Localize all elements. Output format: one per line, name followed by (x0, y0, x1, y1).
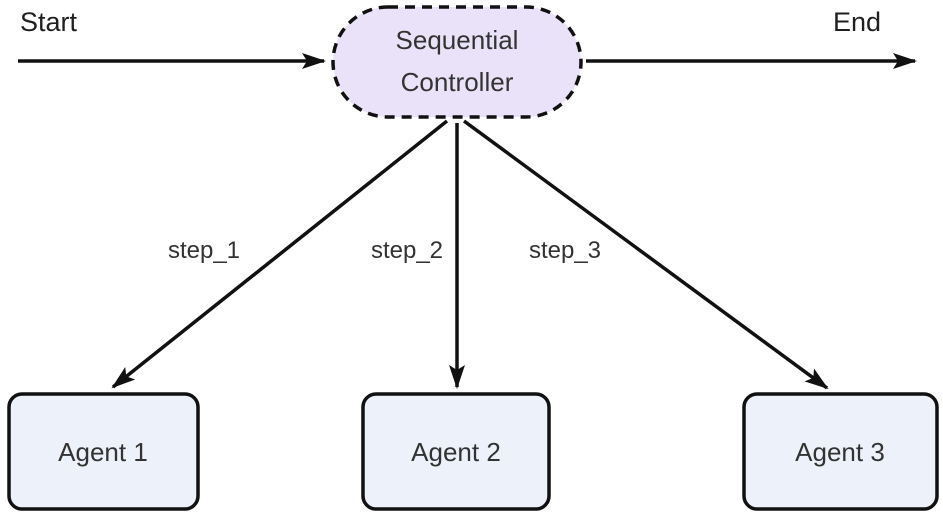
agent-2-node (361, 392, 551, 511)
agent-1-label: Agent 1 (58, 437, 148, 467)
edge-label-step-2: step_2 (371, 237, 443, 264)
edge-controller-to-agent-1 (111, 119, 449, 389)
agent-3-node (742, 392, 939, 511)
start-label: Start (20, 7, 78, 37)
end-label: End (833, 7, 881, 37)
controller-node (331, 5, 583, 119)
controller-label-line-2: Controller (401, 67, 514, 97)
controller-label-line-1: Sequential (396, 25, 519, 55)
edge-controller-to-agent-3 (462, 119, 829, 390)
agent-3-label: Agent 3 (795, 437, 885, 467)
agent-1-node (7, 392, 200, 511)
edge-label-step-1: step_1 (168, 237, 240, 264)
agent-2-label: Agent 2 (411, 437, 501, 467)
edge-label-step-3: step_3 (529, 237, 601, 264)
